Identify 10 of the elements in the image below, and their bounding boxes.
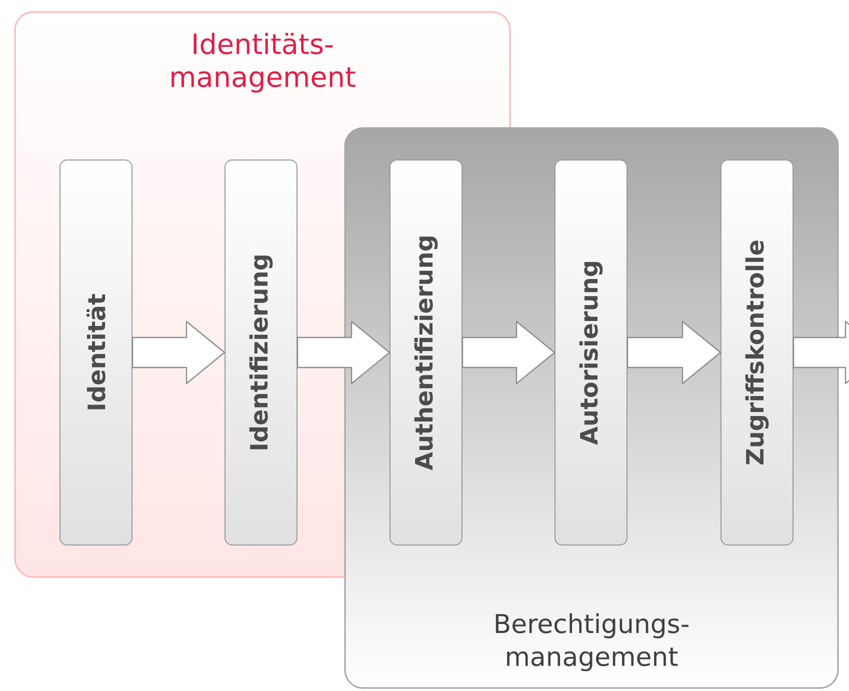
block-arrow xyxy=(132,320,226,384)
process-bar: Zugriffskontrolle xyxy=(720,160,794,546)
block-arrow xyxy=(462,320,556,384)
block-arrow xyxy=(296,320,390,384)
process-bar: Identifizierung xyxy=(224,160,298,546)
process-bar: Identität xyxy=(60,160,132,546)
process-bar: Autorisierung xyxy=(554,160,628,546)
process-bar: Authentifizierung xyxy=(390,160,462,546)
block-arrow xyxy=(792,320,849,384)
block-arrow xyxy=(626,320,722,384)
